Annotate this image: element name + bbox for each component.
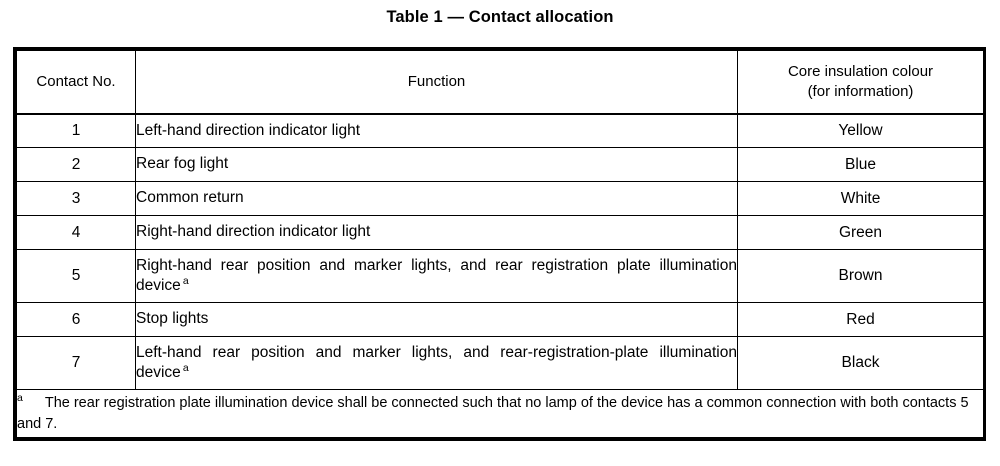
cell-core-insulation-colour: Red	[737, 302, 984, 337]
cell-contact-no: 5	[16, 249, 136, 303]
cell-function-text: Right-hand rear position and marker ligh…	[136, 256, 737, 294]
cell-function: Common return	[135, 181, 738, 216]
contact-allocation-table-container: Contact No. Function Core insulation col…	[13, 47, 986, 441]
cell-core-insulation-colour: Brown	[737, 249, 984, 303]
cell-function: Rear fog light	[135, 147, 738, 182]
column-header-contact-no: Contact No.	[16, 50, 136, 115]
cell-contact-no: 1	[16, 113, 136, 148]
cell-contact-no: 3	[16, 181, 136, 216]
table-header-row: Contact No. Function Core insulation col…	[16, 50, 984, 115]
cell-function: Right-hand rear position and marker ligh…	[135, 249, 738, 303]
column-header-colour-sub: (for information)	[807, 82, 914, 100]
cell-function-text: Left-hand rear position and marker light…	[136, 343, 737, 381]
page-title: Table 1 — Contact allocation	[386, 8, 614, 26]
cell-function-text: Rear fog light	[136, 155, 229, 173]
cell-function: Left-hand rear position and marker light…	[135, 336, 738, 390]
cell-core-insulation-colour: Yellow	[737, 113, 984, 148]
cell-contact-no: 7	[16, 336, 136, 390]
cell-function: Stop lights	[135, 302, 738, 337]
cell-core-insulation-colour: Green	[737, 215, 984, 250]
cell-core-insulation-colour: Black	[737, 336, 984, 390]
column-header-colour-main: Core insulation colour	[787, 63, 934, 81]
column-header-function: Function	[135, 50, 738, 115]
cell-function-text: Stop lights	[136, 310, 209, 328]
cell-function: Right-hand direction indicator light	[135, 215, 738, 250]
cell-contact-no: 4	[16, 215, 136, 250]
cell-core-insulation-colour: Blue	[737, 147, 984, 182]
cell-function-text: Right-hand direction indicator light	[136, 223, 371, 241]
table-header: Contact No. Function Core insulation col…	[16, 50, 984, 115]
cell-function: Left-hand direction indicator light	[135, 113, 738, 148]
footnote-text: The rear registration plate illumination…	[17, 394, 969, 432]
column-header-core-insulation-colour: Core insulation colour (for information)	[737, 50, 984, 115]
cell-function-text: Common return	[136, 189, 244, 207]
cell-contact-no: 2	[16, 147, 136, 182]
footnote-reference: a	[182, 274, 189, 287]
footnote-reference: a	[182, 361, 189, 374]
contact-allocation-table: Contact No. Function Core insulation col…	[16, 50, 984, 438]
footnote-marker: a	[17, 392, 23, 405]
cell-function-text: Left-hand direction indicator light	[136, 121, 361, 139]
cell-core-insulation-colour: White	[737, 181, 984, 216]
cell-contact-no: 6	[16, 302, 136, 337]
